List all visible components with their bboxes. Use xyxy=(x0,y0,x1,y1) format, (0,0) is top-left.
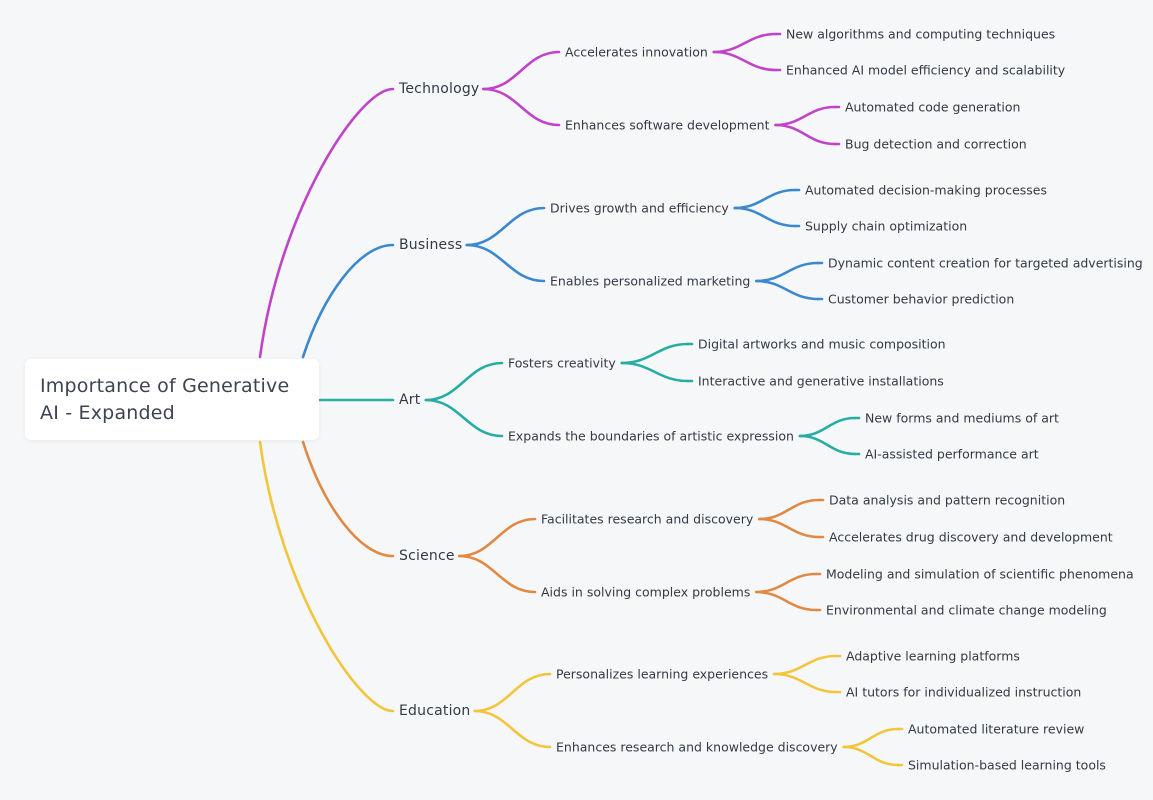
root-link xyxy=(258,440,395,713)
root-link xyxy=(301,440,395,558)
branch-link xyxy=(473,672,552,713)
leaf-node[interactable]: Supply chain optimization xyxy=(805,218,968,234)
leaf-node[interactable]: Simulation-based learning tools xyxy=(908,757,1106,773)
branch-link xyxy=(482,87,561,127)
branch-link xyxy=(424,361,504,402)
leaf-link xyxy=(755,572,818,594)
leaf-node[interactable]: Bug detection and correction xyxy=(845,136,1027,152)
root-link xyxy=(258,87,395,359)
branch-link xyxy=(465,243,546,283)
leaf-node[interactable]: Digital artworks and music composition xyxy=(698,336,946,352)
leaf-link xyxy=(772,654,838,676)
leaf-link xyxy=(755,261,820,283)
leaf-link xyxy=(757,517,821,539)
leaf-node[interactable]: Dynamic content creation for targeted ad… xyxy=(828,255,1143,271)
root-title: Importance of Generative AI - Expanded xyxy=(40,375,290,424)
leaf-node[interactable]: Automated literature review xyxy=(908,721,1085,737)
branch-link xyxy=(473,709,552,749)
subtopic-node[interactable]: Enables personalized marketing xyxy=(550,273,751,289)
branch-node[interactable]: Business xyxy=(399,237,463,253)
leaf-link xyxy=(757,498,821,521)
leaf-node[interactable]: New algorithms and computing techniques xyxy=(786,26,1056,42)
leaf-node[interactable]: AI-assisted performance art xyxy=(865,446,1039,462)
branch-link xyxy=(465,206,546,247)
leaf-link xyxy=(712,50,778,72)
leaf-link xyxy=(774,123,837,146)
leaf-node[interactable]: AI tutors for individualized instruction xyxy=(846,684,1082,700)
leaf-node[interactable]: Environmental and climate change modelin… xyxy=(826,602,1107,618)
leaf-link xyxy=(798,416,857,438)
leaf-link xyxy=(620,361,690,383)
root-node[interactable]: Importance of Generative AI - Expanded xyxy=(25,359,319,440)
subtopic-node[interactable]: Enhances research and knowledge discover… xyxy=(556,739,838,755)
branch-node[interactable]: Art xyxy=(399,392,421,408)
subtopic-node[interactable]: Aids in solving complex problems xyxy=(541,584,751,600)
leaf-link xyxy=(620,342,690,365)
leaf-link xyxy=(712,32,778,54)
branch-link xyxy=(424,398,504,438)
subtopic-node[interactable]: Expands the boundaries of artistic expre… xyxy=(508,428,794,444)
leaf-node[interactable]: Accelerates drug discovery and developme… xyxy=(829,529,1113,545)
branch-link xyxy=(457,517,537,558)
leaf-link xyxy=(755,590,818,612)
leaf-node[interactable]: Data analysis and pattern recognition xyxy=(829,492,1066,508)
leaf-node[interactable]: Automated code generation xyxy=(845,99,1021,115)
branch-link xyxy=(482,50,561,91)
subtopic-node[interactable]: Personalizes learning experiences xyxy=(556,666,769,682)
leaf-link xyxy=(842,727,900,749)
leaf-link xyxy=(798,434,857,456)
branch-node[interactable]: Technology xyxy=(399,81,480,97)
leaf-node[interactable]: Adaptive learning platforms xyxy=(846,648,1020,664)
leaf-link xyxy=(733,188,797,210)
leaf-link xyxy=(755,279,820,301)
leaf-link xyxy=(733,206,797,228)
leaf-node[interactable]: Automated decision-making processes xyxy=(805,182,1048,198)
leaf-node[interactable]: New forms and mediums of art xyxy=(865,410,1059,426)
leaf-link xyxy=(772,672,838,694)
branch-node[interactable]: Education xyxy=(399,703,471,719)
leaf-node[interactable]: Enhanced AI model efficiency and scalabi… xyxy=(786,62,1066,78)
leaf-node[interactable]: Modeling and simulation of scientific ph… xyxy=(826,566,1134,582)
leaf-node[interactable]: Customer behavior prediction xyxy=(828,291,1015,307)
leaf-node[interactable]: Interactive and generative installations xyxy=(698,373,944,389)
subtopic-node[interactable]: Facilitates research and discovery xyxy=(541,511,754,527)
subtopic-node[interactable]: Fosters creativity xyxy=(508,355,616,371)
subtopic-node[interactable]: Accelerates innovation xyxy=(565,44,708,60)
branch-node[interactable]: Science xyxy=(399,548,455,564)
root-link xyxy=(301,243,395,359)
subtopic-node[interactable]: Drives growth and efficiency xyxy=(550,200,729,216)
leaf-link xyxy=(842,745,900,767)
branch-link xyxy=(457,554,537,594)
subtopic-node[interactable]: Enhances software development xyxy=(565,117,770,133)
leaf-link xyxy=(774,105,837,127)
